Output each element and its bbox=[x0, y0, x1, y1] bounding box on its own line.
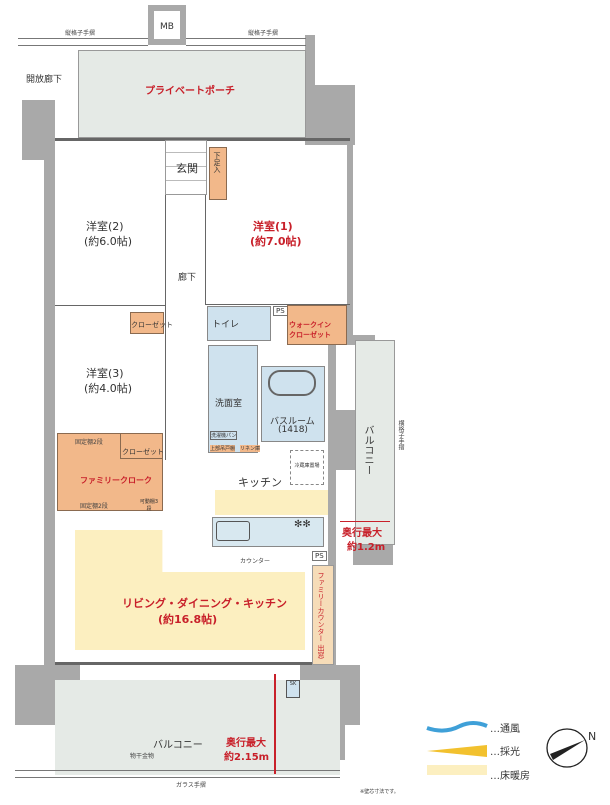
open-corridor-label: 開放廊下 bbox=[26, 75, 63, 85]
compass-label: N bbox=[588, 730, 597, 743]
wall bbox=[55, 138, 350, 141]
light-icon bbox=[427, 745, 487, 757]
wall bbox=[330, 410, 355, 470]
sk-label: SK bbox=[289, 681, 297, 687]
ldk-size: (約16.8帖) bbox=[158, 613, 218, 626]
linen-label: リネン庫 bbox=[240, 445, 261, 452]
wall bbox=[353, 545, 393, 565]
depth-arrow bbox=[340, 521, 390, 522]
wall bbox=[347, 140, 353, 340]
floor-heating-kitchen bbox=[215, 490, 328, 515]
ldk-name: リビング・ダイニング・キッチン bbox=[122, 597, 287, 610]
legend-icons bbox=[426, 721, 488, 775]
hallway-label: 廊下 bbox=[178, 273, 197, 283]
depth-right-1: 奥行最大 bbox=[342, 528, 382, 539]
window-wall bbox=[55, 662, 330, 665]
footnote: ※壁芯寸法です。 bbox=[360, 789, 399, 795]
bathroom-label: バスルーム bbox=[270, 417, 315, 427]
ps-label: PS bbox=[273, 306, 288, 316]
closet-family-label: クローゼット bbox=[122, 448, 164, 456]
shoe-storage-label: 下足入 bbox=[213, 152, 221, 173]
washroom-label: 洗面室 bbox=[215, 399, 243, 409]
laundry-pan-label: 洗濯機パン bbox=[210, 431, 238, 440]
kitchen-label: キッチン bbox=[238, 476, 282, 489]
upper-cabinet-label: 上部吊戸棚 bbox=[210, 445, 236, 452]
drying-hardware-label: 物干金物 bbox=[130, 753, 155, 760]
movable-shelf-label: 可動棚3段 bbox=[139, 499, 159, 512]
depth-arrow bbox=[274, 674, 276, 774]
closet-family bbox=[120, 433, 163, 459]
wind-icon bbox=[426, 721, 488, 733]
toilet-label: トイレ bbox=[212, 320, 240, 330]
legend-heating-label: …床暖房 bbox=[490, 771, 530, 782]
private-porch bbox=[78, 50, 306, 138]
legend-light-label: …採光 bbox=[490, 747, 520, 758]
depth-bottom-1: 奥行最大 bbox=[226, 738, 266, 749]
kitchen-counter bbox=[212, 517, 324, 547]
fridge-label: 冷蔵庫置場 bbox=[294, 463, 320, 469]
room3-name: 洋室(3) bbox=[86, 367, 124, 380]
family-cloak-label: ファミリークローク bbox=[80, 476, 152, 485]
room3-size: (約4.0帖) bbox=[84, 382, 133, 395]
legend-wind-label: …通風 bbox=[490, 724, 520, 735]
family-counter bbox=[312, 565, 334, 665]
closet-room3 bbox=[130, 312, 164, 334]
room1-size: (約7.0帖) bbox=[250, 235, 302, 248]
railing-right-label: 横格子手摺 bbox=[397, 420, 404, 450]
room1-name: 洋室(1) bbox=[253, 220, 293, 233]
ldk-floor-heating bbox=[75, 530, 305, 650]
wall bbox=[328, 340, 336, 670]
balcony-right-label: バルコニー bbox=[362, 425, 373, 475]
glass-railing bbox=[15, 770, 340, 778]
fridge-space bbox=[290, 450, 324, 485]
mb-label: MB bbox=[160, 22, 174, 32]
balcony-right bbox=[355, 340, 395, 545]
ps-label: PS bbox=[312, 551, 327, 561]
walk-in-closet bbox=[287, 305, 347, 345]
fixed-shelf-label: 固定棚2段 bbox=[75, 439, 103, 446]
depth-right-2: 約1.2m bbox=[347, 542, 386, 553]
glass-railing-label: ガラス手摺 bbox=[176, 782, 206, 789]
stove-icon: ✻✻ bbox=[294, 519, 311, 530]
shoe-storage bbox=[209, 147, 227, 200]
north-arrow-icon bbox=[546, 728, 588, 768]
meter-box bbox=[148, 5, 186, 45]
floor-heating-icon bbox=[427, 765, 487, 775]
railing bbox=[18, 38, 148, 46]
room2-size: (約6.0帖) bbox=[84, 235, 133, 248]
sink-icon bbox=[216, 521, 250, 541]
slop-sink: SK bbox=[286, 680, 300, 698]
room2-name: 洋室(2) bbox=[86, 220, 124, 233]
walk-in-closet-label: ウォークイン クローゼット bbox=[289, 321, 331, 339]
bathtub-icon bbox=[268, 370, 316, 396]
wall bbox=[340, 665, 345, 760]
wall bbox=[205, 195, 206, 305]
wall bbox=[325, 335, 375, 345]
wall bbox=[44, 150, 55, 670]
entrance bbox=[165, 140, 207, 195]
fixed-shelf-label: 固定棚2段 bbox=[80, 503, 108, 510]
railing bbox=[186, 38, 306, 46]
toilet bbox=[207, 306, 271, 341]
depth-bottom-2: 約2.15m bbox=[224, 752, 270, 763]
balcony-bottom-label: バルコニー bbox=[153, 740, 203, 751]
private-porch-label: プライベートポーチ bbox=[145, 86, 235, 97]
closet-room3-label: クローゼット bbox=[131, 321, 173, 329]
wall bbox=[55, 305, 165, 306]
counter-label: カウンター bbox=[240, 558, 271, 565]
wall bbox=[165, 195, 166, 460]
bathroom-size: (1418) bbox=[278, 425, 308, 435]
wall bbox=[305, 85, 355, 145]
entrance-label: 玄関 bbox=[176, 162, 198, 175]
railing-label: 縦格子手摺 bbox=[65, 30, 96, 37]
family-counter-label: ファミリーカウンター 出窓 bbox=[317, 572, 325, 659]
wall bbox=[205, 304, 350, 305]
railing-label: 縦格子手摺 bbox=[248, 30, 279, 37]
